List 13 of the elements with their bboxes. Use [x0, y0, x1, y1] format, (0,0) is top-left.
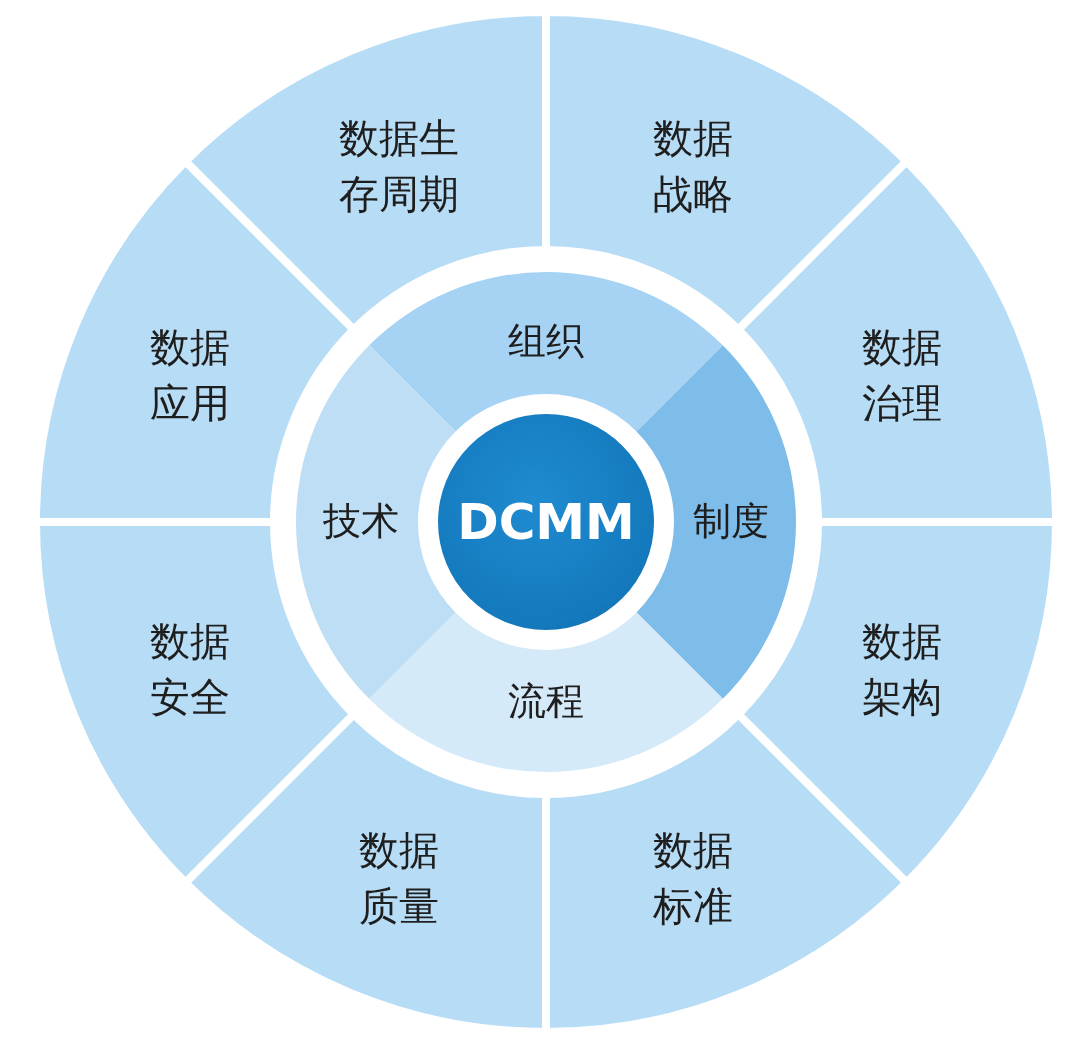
segment-label: 数据标准 — [652, 825, 735, 931]
segment-label: 组织 — [507, 318, 585, 366]
segment-label: 数据应用 — [149, 322, 232, 428]
segment-label: 数据安全 — [149, 617, 232, 723]
segment-label: 数据架构 — [860, 617, 943, 723]
segment-label: 数据生存周期 — [337, 114, 460, 220]
segment-label: 数据治理 — [860, 322, 943, 428]
segment-label: 制度 — [692, 498, 770, 546]
segment-label: 技术 — [322, 498, 400, 546]
segment-label: 数据质量 — [357, 825, 440, 931]
center-label: DCMM — [457, 492, 635, 553]
segment-label: 数据战略 — [652, 114, 735, 220]
segment-label: 流程 — [507, 678, 585, 726]
